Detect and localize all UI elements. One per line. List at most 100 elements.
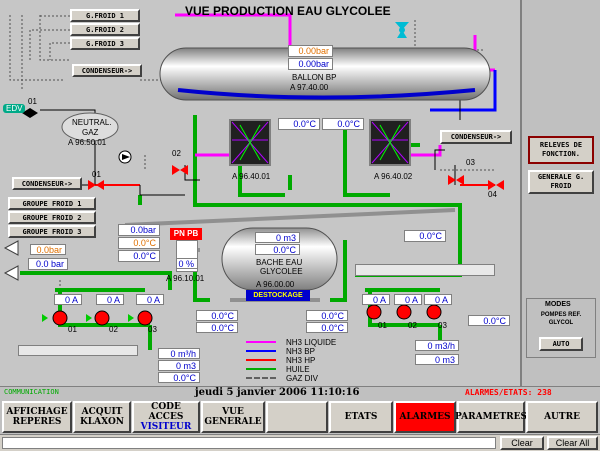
destockage-indicator: DESTOCKAGE bbox=[246, 290, 310, 301]
auto-button[interactable]: AUTO bbox=[539, 337, 583, 351]
groupe-froid-1-button[interactable]: GROUPE FROID 1 bbox=[8, 197, 96, 210]
modes-subtitle: POMPES REF. GLYCOL bbox=[540, 312, 582, 326]
modes-box: MODES POMPES REF. GLYCOL AUTO bbox=[526, 298, 596, 358]
acquit-label: ACQUIT bbox=[81, 407, 123, 417]
etats-button[interactable]: ETATS bbox=[329, 401, 393, 433]
communication-label: COMMUNICATION bbox=[4, 388, 59, 396]
modes-title: MODES bbox=[545, 301, 571, 308]
legend-gaz-div: GAZ DIV bbox=[286, 374, 319, 383]
pnpb-indicator: PN PB bbox=[170, 228, 202, 240]
left-small-orange: 0.0bar bbox=[30, 244, 66, 255]
ballon-reading-1: 0.00bar bbox=[288, 45, 333, 57]
parametres-button[interactable]: PARAMETRES bbox=[455, 401, 527, 433]
bottom-bar: Clear Clear All bbox=[0, 434, 600, 451]
bache-tag: A 96.00.00 bbox=[256, 280, 295, 289]
neutral-tag: A 96.50.01 bbox=[68, 138, 107, 147]
vue-generale-button[interactable]: VUE GENERALE bbox=[201, 401, 265, 433]
generale-label: GENERALE bbox=[204, 417, 262, 427]
autre-button[interactable]: AUTRE bbox=[526, 401, 598, 433]
ballon-reading-2: 0.00bar bbox=[288, 58, 333, 70]
pump-left-3-amp: 0 A bbox=[136, 294, 164, 305]
bache-name: BACHE EAU bbox=[256, 258, 303, 267]
datetime: jeudi 5 janvier 2006 11:10:16 bbox=[195, 387, 360, 398]
left-bar-value: 0.0 bar bbox=[28, 258, 68, 270]
clear-all-button[interactable]: Clear All bbox=[547, 436, 598, 450]
klaxon-label: KLAXON bbox=[79, 417, 125, 427]
pump-left-2-id: 02 bbox=[109, 325, 118, 334]
pump-right-3-id: 03 bbox=[438, 321, 447, 330]
condenseur-right-button[interactable]: CONDENSEUR-> bbox=[440, 130, 512, 144]
right-panel: RELEVES DE FONCTION. GENERALE G. FROID M… bbox=[520, 0, 600, 386]
evap-1-tag: A 96.40.01 bbox=[232, 172, 271, 181]
affichage-reperes-button[interactable]: AFFICHAGE REPERES bbox=[2, 401, 72, 433]
mid-temp-2: 0.0°C bbox=[196, 322, 238, 333]
condenseur-left-button[interactable]: CONDENSEUR-> bbox=[12, 177, 82, 190]
valve-03-label: 03 bbox=[466, 158, 475, 167]
pump-right-1-id: 01 bbox=[378, 321, 387, 330]
pump-right-1-amp: 0 A bbox=[362, 294, 390, 305]
gfroid-3-button[interactable]: G.FROID 3 bbox=[70, 37, 140, 50]
pipe-network bbox=[3, 13, 504, 350]
valve-02-label: 02 bbox=[172, 149, 181, 158]
legend-nh3-bp: NH3 BP bbox=[286, 347, 315, 356]
legend-huile: HUILE bbox=[286, 365, 310, 374]
left-pressure-value: 0.0bar bbox=[118, 224, 160, 236]
generale-gfroid-button[interactable]: GENERALE G. FROID bbox=[528, 170, 594, 194]
condenseur-top-button[interactable]: CONDENSEUR-> bbox=[72, 64, 142, 77]
left-temp-orange: 0.0°C bbox=[118, 237, 160, 249]
reperes-label: REPERES bbox=[12, 417, 62, 427]
code-acces-button[interactable]: CODE ACCES VISITEUR bbox=[132, 401, 200, 433]
groupe-froid-3-button[interactable]: GROUPE FROID 3 bbox=[8, 225, 96, 238]
right-temp: 0.0°C bbox=[404, 230, 446, 242]
valve-01b-label: 01 bbox=[92, 170, 101, 179]
acces-label: ACCES bbox=[148, 412, 184, 422]
ballon-tag: A 97.40.00 bbox=[290, 83, 329, 92]
process-diagram: VUE PRODUCTION EAU GLYCOLEE G.FROID 1 G.… bbox=[3, 4, 512, 384]
pump-right-3-amp: 0 A bbox=[424, 294, 452, 305]
right-status-bar bbox=[355, 264, 495, 276]
affichage-label: AFFICHAGE bbox=[6, 407, 68, 417]
gfroid-2-button[interactable]: G.FROID 2 bbox=[70, 23, 140, 36]
pump-left-1-amp: 0 A bbox=[54, 294, 82, 305]
left-temp-value: 0.0°C bbox=[118, 250, 160, 262]
pnpb-percent: 0 % bbox=[176, 258, 198, 269]
fan-icon bbox=[395, 22, 409, 38]
empty-button[interactable] bbox=[266, 401, 328, 433]
valve-01-label: 01 bbox=[28, 97, 37, 106]
pump-left-1-id: 01 bbox=[68, 325, 77, 334]
status-bar: COMMUNICATION jeudi 5 janvier 2006 11:10… bbox=[0, 386, 600, 401]
code-label: CODE bbox=[151, 402, 181, 412]
left-status-bar bbox=[18, 345, 138, 356]
mid-temp-1: 0.0°C bbox=[196, 310, 238, 321]
pnpb-tag: A 96.10.01 bbox=[166, 274, 205, 283]
legend: NH3 LIQUIDE NH3 BP NH3 HP HUILE GAZ DIV bbox=[246, 338, 356, 384]
evap-1-temp: 0.0°C bbox=[278, 118, 320, 130]
left-flow-temp: 0.0°C bbox=[158, 372, 200, 383]
toolbar: AFFICHAGE REPERES ACQUIT KLAXON CODE ACC… bbox=[0, 400, 600, 434]
groupe-froid-2-button[interactable]: GROUPE FROID 2 bbox=[8, 211, 96, 224]
valve-04-label: 04 bbox=[488, 190, 497, 199]
acquit-klaxon-button[interactable]: ACQUIT KLAXON bbox=[73, 401, 131, 433]
edv-label: EDV bbox=[3, 104, 26, 113]
left-volume: 0 m3 bbox=[158, 360, 200, 371]
releves-button[interactable]: RELEVES DE FONCTION. bbox=[528, 136, 594, 164]
evap-2-tag: A 96.40.02 bbox=[374, 172, 413, 181]
neutral-name: NEUTRAL. bbox=[72, 118, 112, 127]
clear-button[interactable]: Clear bbox=[500, 436, 544, 450]
vue-label: VUE bbox=[222, 407, 244, 417]
ballon-name: BALLON BP bbox=[292, 73, 337, 82]
page-title: VUE PRODUCTION EAU GLYCOLEE bbox=[185, 4, 391, 18]
message-field[interactable] bbox=[2, 437, 496, 449]
legend-nh3-liquide: NH3 LIQUIDE bbox=[286, 338, 337, 347]
gfroid-1-button[interactable]: G.FROID 1 bbox=[70, 9, 140, 22]
right-temp-2: 0.0°C bbox=[468, 315, 510, 326]
pump-left-2-amp: 0 A bbox=[96, 294, 124, 305]
evap-2-temp: 0.0°C bbox=[322, 118, 364, 130]
right-volume: 0 m3 bbox=[415, 354, 459, 365]
alarm-count: ALARMES/ETATS: 238 bbox=[465, 388, 552, 397]
pump-right-2-id: 02 bbox=[408, 321, 417, 330]
pump-right-2-amp: 0 A bbox=[394, 294, 422, 305]
alarmes-button[interactable]: ALARMES bbox=[394, 401, 456, 433]
legend-nh3-hp: NH3 HP bbox=[286, 356, 316, 365]
bache-volume: 0 m3 bbox=[255, 232, 300, 243]
